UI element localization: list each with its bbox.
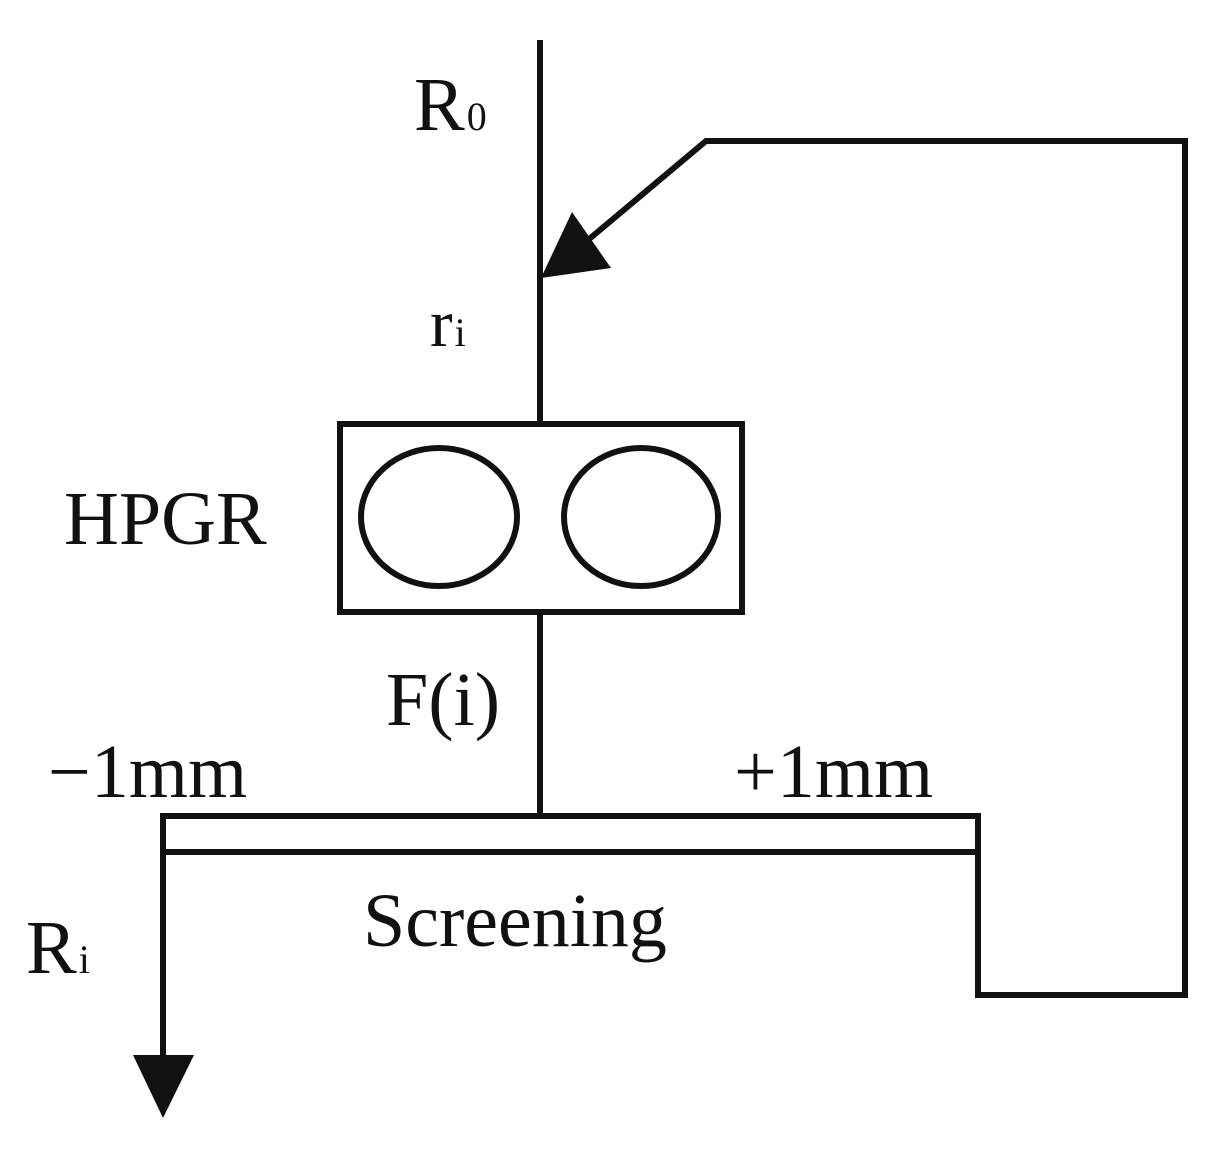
undersize-label: −1mm: [48, 730, 247, 814]
hpgr-box: [337, 421, 745, 615]
recycle-arrow-head: [541, 212, 611, 278]
output-arrow-head: [133, 1055, 194, 1118]
recycle-loop-line: [586, 138, 1188, 998]
feed-label: R0: [414, 63, 487, 147]
right-roll-icon: [561, 445, 721, 589]
recycle-label: ri: [430, 285, 466, 361]
product-label: F(i): [386, 658, 500, 742]
hpgr-label: HPGR: [64, 477, 267, 561]
left-roll-icon: [358, 445, 520, 589]
screen-label: Screening: [363, 879, 667, 963]
screen-deck: [160, 813, 981, 855]
oversize-label: +1mm: [734, 730, 933, 814]
output-label: Ri: [26, 906, 90, 990]
